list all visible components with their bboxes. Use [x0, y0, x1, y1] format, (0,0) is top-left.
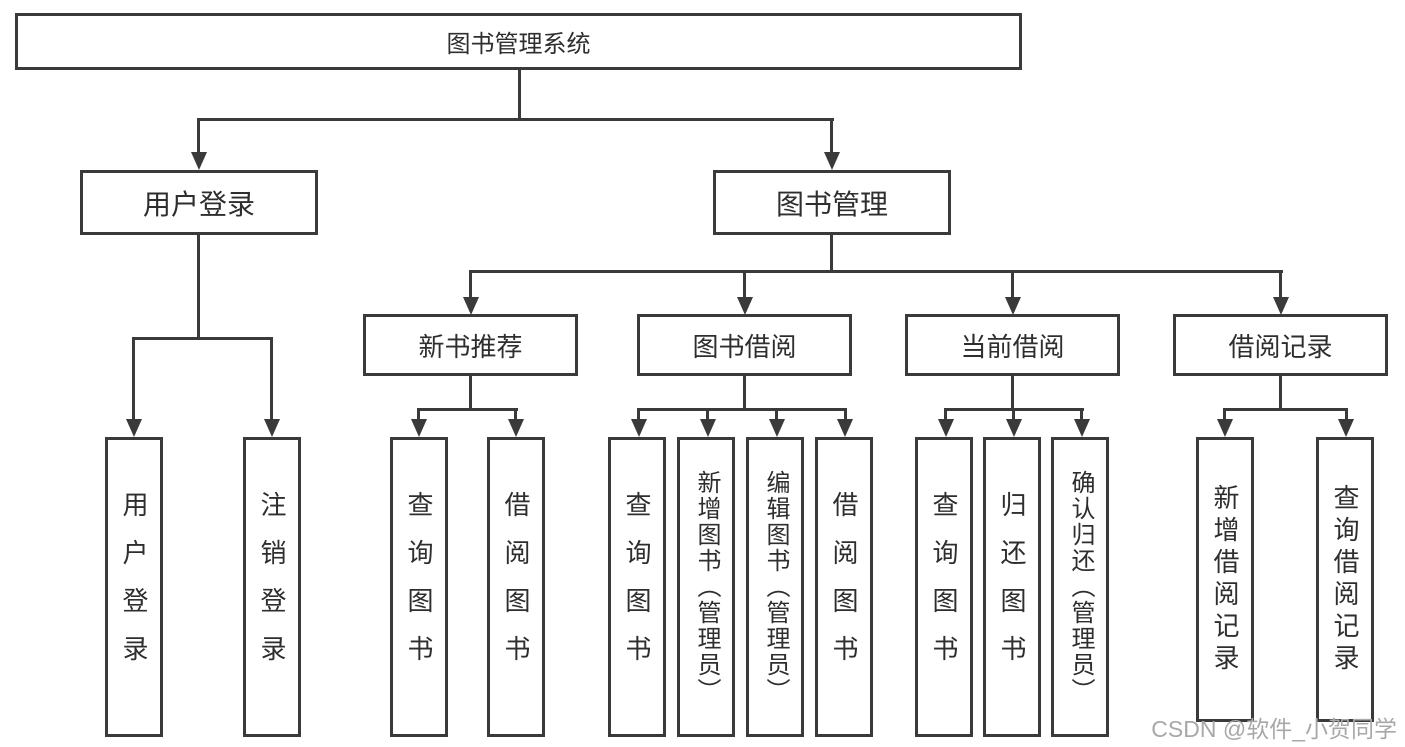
node-label: 用户登录	[142, 188, 255, 220]
arrowhead-down-icon	[700, 419, 716, 437]
node-label: 新增图书（管理员）	[693, 470, 720, 704]
arrowhead-down-icon	[1074, 419, 1090, 437]
leaf-add-book-admin: 新增图书（管理员）	[677, 437, 735, 737]
arrowhead-down-icon	[1217, 419, 1233, 437]
node-label: 注销登录	[257, 491, 287, 683]
node-label: 编辑图书（管理员）	[762, 470, 789, 704]
node-label: 查询借阅记录	[1330, 483, 1360, 676]
connector-line	[844, 408, 847, 421]
leaf-query-borrow-record: 查询借阅记录	[1316, 437, 1374, 722]
leaf-query-books-recommend: 查询图书	[390, 437, 448, 737]
leaf-query-books-borrow: 查询图书	[608, 437, 666, 737]
connector-line	[1080, 408, 1083, 421]
node-label: 查询图书	[622, 491, 652, 683]
node-book-borrow: 图书借阅	[637, 314, 852, 376]
node-user-login: 用户登录	[80, 170, 318, 235]
connector-line	[197, 235, 200, 337]
node-label: 图书管理系统	[446, 31, 591, 58]
node-library-management-system: 图书管理系统	[15, 13, 1022, 70]
node-label: 新书推荐	[418, 331, 523, 362]
node-label: 确认归还（管理员）	[1067, 470, 1094, 704]
connector-line	[132, 337, 135, 421]
connector-line	[469, 270, 1283, 273]
arrowhead-down-icon	[1338, 419, 1354, 437]
node-label: 借阅记录	[1228, 331, 1333, 362]
node-label: 新增借阅记录	[1210, 483, 1240, 676]
arrowhead-down-icon	[737, 297, 753, 315]
connector-line	[743, 376, 746, 408]
connector-line	[706, 408, 709, 421]
node-label: 当前借阅	[960, 331, 1065, 362]
arrowhead-down-icon	[938, 419, 954, 437]
connector-line	[775, 408, 778, 421]
node-label: 查询图书	[929, 491, 959, 683]
connector-line	[1011, 376, 1014, 408]
node-label: 查询图书	[404, 491, 434, 683]
arrowhead-down-icon	[824, 152, 840, 170]
connector-line	[1011, 270, 1014, 299]
leaf-borrow-books-recommend: 借阅图书	[487, 437, 545, 737]
connector-line	[417, 408, 420, 421]
connector-line	[637, 408, 847, 411]
node-label: 图书管理	[775, 188, 888, 220]
connector-line	[1223, 408, 1226, 421]
arrowhead-down-icon	[508, 419, 524, 437]
arrowhead-down-icon	[1006, 419, 1022, 437]
leaf-confirm-return-admin: 确认归还（管理员）	[1051, 437, 1109, 737]
connector-line	[514, 408, 517, 421]
leaf-return-books: 归还图书	[983, 437, 1041, 737]
node-label: 图书借阅	[692, 331, 797, 362]
arrowhead-down-icon	[264, 419, 280, 437]
leaf-edit-book-admin: 编辑图书（管理员）	[746, 437, 804, 737]
arrowhead-down-icon	[463, 297, 479, 315]
arrowhead-down-icon	[769, 419, 785, 437]
connector-line	[1012, 408, 1015, 421]
connector-line	[469, 270, 472, 299]
connector-line	[270, 337, 273, 421]
node-book-management: 图书管理	[713, 170, 951, 235]
connector-line	[197, 118, 200, 154]
arrowhead-down-icon	[411, 419, 427, 437]
arrowhead-down-icon	[126, 419, 142, 437]
leaf-query-books-current: 查询图书	[915, 437, 973, 737]
connector-line	[1223, 408, 1348, 411]
connector-line	[132, 337, 273, 340]
leaf-borrow-books: 借阅图书	[815, 437, 873, 737]
connector-line	[1279, 270, 1282, 299]
connector-line	[518, 69, 521, 118]
node-borrow-records: 借阅记录	[1173, 314, 1388, 376]
connector-line	[637, 408, 640, 421]
connector-line	[469, 376, 472, 408]
connector-line	[1279, 376, 1282, 408]
connector-line	[417, 408, 518, 411]
node-label: 借阅图书	[829, 491, 859, 683]
connector-line	[944, 408, 947, 421]
leaf-logout: 注销登录	[243, 437, 301, 737]
csdn-watermark: CSDN @软件_小贺同学	[1151, 716, 1397, 742]
connector-line	[1345, 408, 1348, 421]
leaf-add-borrow-record: 新增借阅记录	[1196, 437, 1254, 722]
arrowhead-down-icon	[837, 419, 853, 437]
node-label: 归还图书	[997, 491, 1027, 683]
connector-line	[743, 270, 746, 299]
arrowhead-down-icon	[1273, 297, 1289, 315]
arrowhead-down-icon	[191, 152, 207, 170]
arrowhead-down-icon	[631, 419, 647, 437]
leaf-user-login: 用户登录	[105, 437, 163, 737]
arrowhead-down-icon	[1005, 297, 1021, 315]
connector-line	[830, 118, 833, 154]
node-current-borrow: 当前借阅	[905, 314, 1120, 376]
connector-line	[197, 118, 834, 121]
connector-line	[830, 235, 833, 270]
node-new-book-recommend: 新书推荐	[363, 314, 578, 376]
node-label: 用户登录	[119, 491, 149, 683]
node-label: 借阅图书	[501, 491, 531, 683]
